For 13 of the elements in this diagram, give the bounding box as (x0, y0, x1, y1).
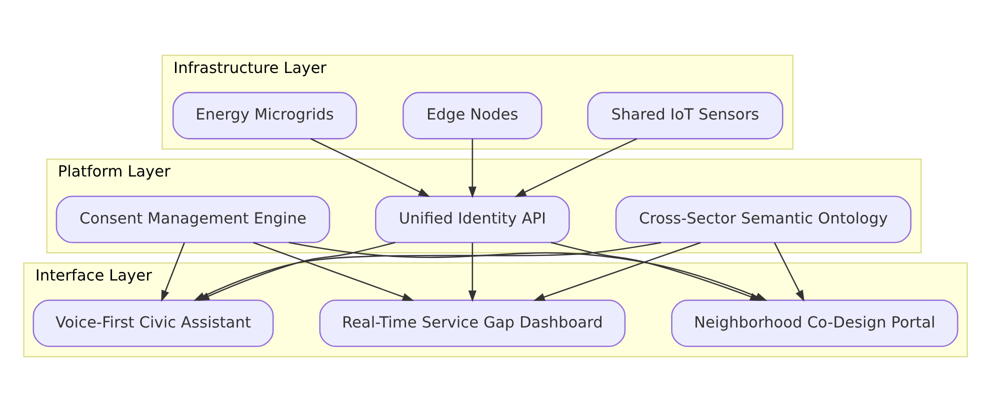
node-box: Shared IoT Sensors (587, 92, 784, 140)
node-box: Unified Identity API (375, 196, 570, 244)
node-box: Energy Microgrids (172, 92, 358, 140)
arrow (468, 138, 476, 198)
arrow (468, 242, 476, 302)
arrow (161, 242, 185, 302)
node-box: Consent Management Engine (56, 196, 330, 244)
arrow (774, 242, 804, 302)
node-box: Real-Time Service Gap Dashboard (319, 300, 626, 347)
node-box: Voice-First Civic Assistant (32, 300, 274, 347)
node-box: Edge Nodes (402, 92, 542, 140)
node-box: Cross-Sector Semantic Ontology (615, 196, 912, 244)
node-box: Neighborhood Co-Design Portal (671, 300, 958, 347)
